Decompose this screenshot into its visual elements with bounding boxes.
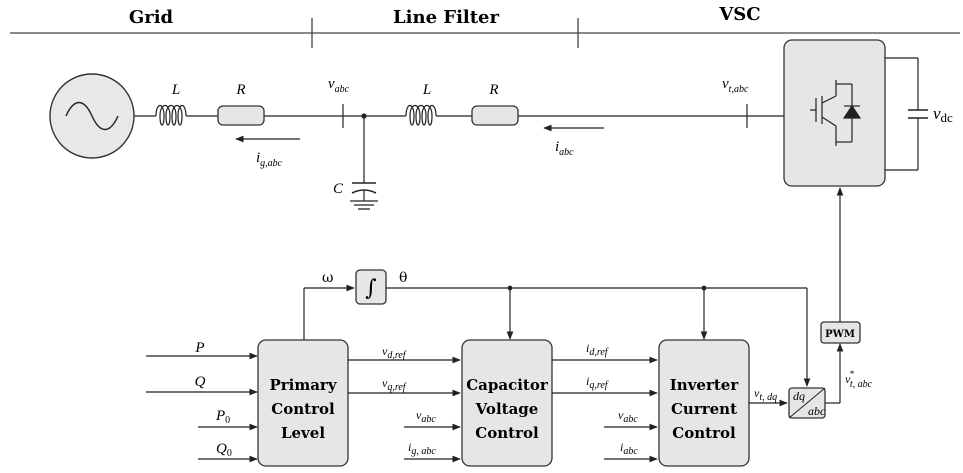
integrator-symbol: ∫: [365, 276, 377, 301]
label-r-filter: R: [488, 82, 498, 98]
capacitor-label-1: Capacitor: [466, 376, 549, 394]
label-v-abc-in: vabc: [416, 408, 436, 425]
inverter-label-3: Control: [672, 424, 736, 442]
header-grid: Grid: [129, 7, 174, 28]
label-i-abc: iabc: [555, 139, 574, 158]
svg-text:abc: abc: [808, 404, 826, 418]
inverter-label-2: Current: [671, 400, 737, 418]
label-v-t-abc-star: v*t, abc: [845, 369, 873, 390]
svg-text:dq: dq: [793, 389, 805, 403]
dq-abc-transform-block: dq abc: [788, 387, 826, 419]
filter-inductor: [405, 104, 437, 126]
label-r-grid: R: [235, 82, 245, 98]
label-v-abc-in2: vabc: [618, 408, 638, 425]
ac-source: [49, 73, 135, 159]
label-v-q-ref: vq,ref: [382, 376, 407, 393]
capacitor-voltage-control-block: [461, 339, 553, 467]
grid-inductor: [155, 104, 187, 126]
label-l-filter: L: [422, 82, 431, 98]
primary-label-3: Level: [281, 424, 325, 442]
label-i-g-abc: ig,abc: [256, 150, 283, 169]
label-c: C: [333, 181, 344, 197]
capacitor-label-2: Voltage: [475, 400, 539, 418]
label-i-g-abc-in: ig, abc: [408, 440, 436, 457]
label-v-dc: vdc: [933, 104, 953, 125]
label-v-abc: vabc: [328, 76, 350, 95]
label-i-d-ref: id,ref: [586, 341, 609, 358]
grid-resistor: [217, 105, 265, 126]
label-theta: θ: [399, 270, 407, 286]
pwm-label: PWM: [825, 329, 855, 340]
header-line-filter: Line Filter: [393, 7, 500, 28]
inverter-label-1: Inverter: [670, 376, 740, 394]
primary-label-1: Primary: [269, 376, 337, 394]
primary-label-2: Control: [271, 400, 335, 418]
capacitor-label-3: Control: [475, 424, 539, 442]
label-v-t-dq: vt, dq: [754, 386, 777, 403]
integrator-block: [355, 269, 387, 305]
filter-resistor: [471, 105, 519, 126]
header-vsc: VSC: [718, 4, 760, 25]
input-p0: P0: [215, 408, 230, 426]
label-v-t-abc: vt,abc: [722, 76, 749, 95]
input-q0: Q0: [216, 441, 232, 459]
label-l-grid: L: [171, 82, 180, 98]
label-v-d-ref: vd,ref: [382, 344, 407, 361]
vsc-block: [783, 39, 886, 187]
igbt-diode-icon: [810, 80, 862, 146]
label-i-q-ref: iq,ref: [586, 374, 609, 391]
input-q: Q: [195, 374, 206, 390]
primary-control-block: [257, 339, 349, 467]
label-i-abc-in: iabc: [620, 440, 638, 457]
input-p: P: [194, 340, 204, 356]
ground-symbol: [350, 200, 378, 210]
label-omega: ω: [322, 270, 333, 286]
